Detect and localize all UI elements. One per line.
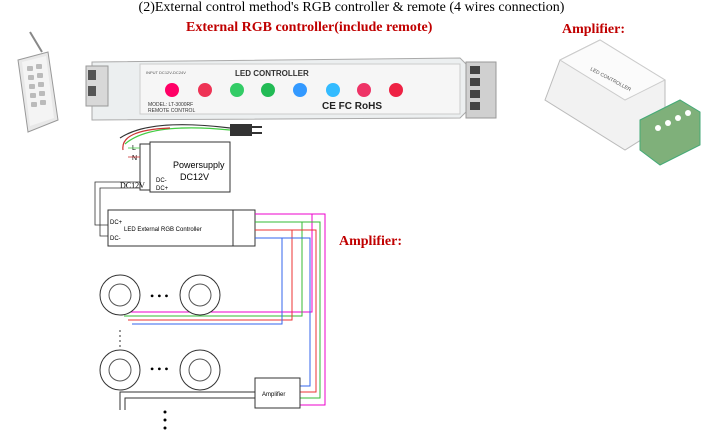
controller-label: External RGB controller(include remote) (186, 20, 433, 35)
ellipsis-1: • • • (150, 289, 169, 303)
led-lamps-row-1: • • • (99, 274, 221, 316)
ctrl-in-plus: DC+ (110, 220, 123, 226)
controller-photo-model: MODEL: LT-3000RF (148, 102, 193, 108)
amplifier-photo: LED CONTROLLER (544, 39, 701, 166)
controller-photo: LED CONTROLLER INPUT DC12V-DC24V MODEL: … (85, 57, 497, 121)
ellipsis-2: • • • (150, 362, 169, 376)
amplifier-photo-label: Amplifier: (562, 22, 625, 37)
l-label: L (132, 145, 136, 152)
svg-text:DC12V: DC12V (180, 172, 209, 182)
dc-plus-label: DC+ (156, 186, 169, 192)
external-controller-box: LED External RGB Controller DC+ DC- (107, 209, 256, 247)
power-supply: Powersupply DC12V L N DC12V DC- DC+ (120, 141, 231, 193)
power-plug (119, 124, 262, 151)
amplifier-diagram-label: Amplifier: (339, 234, 402, 249)
continuation-dots (163, 410, 167, 430)
amp-box-label: Amplifier (262, 392, 285, 398)
controller-photo-input: INPUT DC12V-DC24V (146, 70, 186, 75)
controller-box-label: LED External RGB Controller (124, 227, 202, 233)
controller-photo-name: LED CONTROLLER (235, 69, 309, 78)
n-label: N (132, 155, 137, 162)
psu-wires (94, 147, 140, 237)
diagram-title: (2)External control method's RGB control… (138, 0, 565, 15)
svg-text:Powersupply: Powersupply (173, 160, 225, 170)
remote-control (17, 31, 59, 133)
ctrl-in-minus: DC- (110, 236, 121, 242)
controller-photo-sub: REMOTE CONTROL (148, 108, 195, 114)
rgb-wires (119, 213, 326, 410)
amplifier-box: Amplifier (254, 377, 301, 409)
led-lamps-row-2: • • • (99, 349, 221, 391)
controller-photo-marks: CE FC RoHS (322, 101, 382, 112)
dc-minus-label: DC- (156, 178, 167, 184)
dc12v-label: DC12V (120, 181, 145, 190)
